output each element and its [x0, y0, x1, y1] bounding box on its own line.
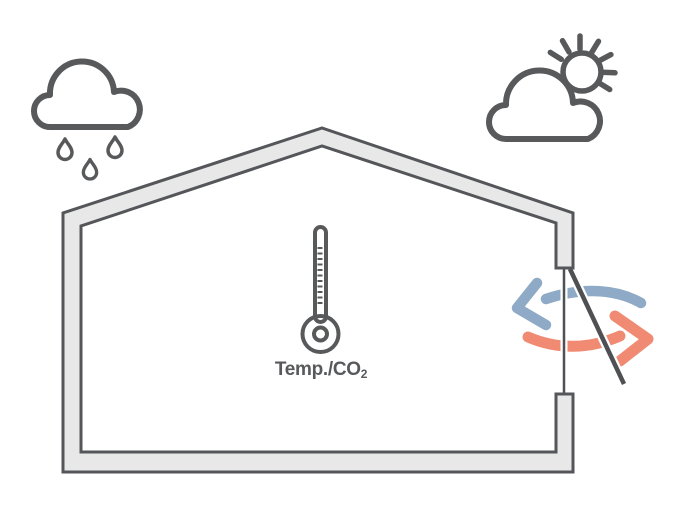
raindrop: [56, 137, 74, 162]
outgoing-air-head: [609, 310, 654, 367]
outgoing-air-arrow: [522, 310, 654, 367]
thermometer-icon: [300, 225, 341, 354]
house-wall: [61, 126, 575, 474]
incoming-air-head: [511, 277, 552, 331]
raindrops: [56, 135, 124, 181]
sun-rays: [547, 33, 618, 93]
thermometer-ticks: [317, 247, 323, 304]
open-window-vent: [560, 267, 629, 394]
house-outline: [61, 126, 575, 474]
rain-cloud-icon: [31, 58, 143, 181]
temp-co2-label-main: Temp./CO: [274, 359, 361, 380]
thermometer-bulb-outer: [300, 314, 341, 354]
thermometer-bulb-inner: [312, 325, 329, 343]
incoming-air-shaft: [540, 285, 647, 309]
cloud-shape: [486, 67, 603, 142]
temp-co2-label-subscript: 2: [360, 367, 368, 381]
thermometer-tube: [313, 225, 328, 324]
temp-co2-label: Temp./CO2: [221, 359, 421, 381]
outgoing-air-shaft: [522, 330, 626, 352]
window-pane-open-line: [567, 268, 627, 385]
incoming-air-arrow: [511, 277, 647, 331]
raindrop: [81, 157, 99, 181]
raindrop: [106, 135, 124, 160]
cloud-shape: [31, 58, 143, 130]
sun-behind-cloud-icon: [486, 33, 618, 142]
